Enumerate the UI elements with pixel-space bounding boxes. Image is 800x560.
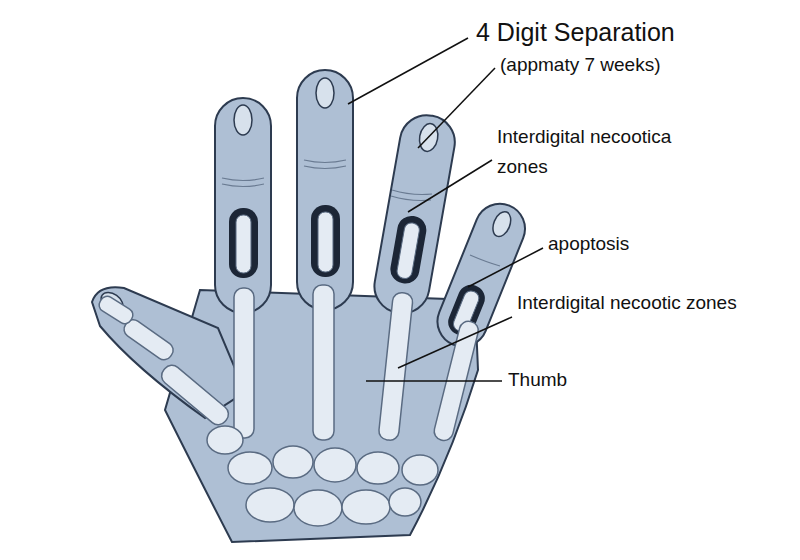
hand-bones bbox=[96, 285, 480, 526]
title-text: 4 Digit Separation bbox=[476, 16, 675, 48]
interdigital-slots bbox=[229, 205, 489, 339]
callout-label: (appmaty 7 weeks) bbox=[500, 50, 661, 80]
callout-label: Thumb bbox=[508, 365, 567, 395]
finger-creases bbox=[222, 160, 500, 266]
callout-label: Interdigital necootica zones bbox=[497, 122, 727, 182]
hand-outline bbox=[92, 70, 532, 542]
callout-label: apoptosis bbox=[548, 229, 629, 259]
callout-label: Interdigital necootic zones bbox=[517, 288, 747, 318]
leader-lines bbox=[348, 38, 543, 381]
